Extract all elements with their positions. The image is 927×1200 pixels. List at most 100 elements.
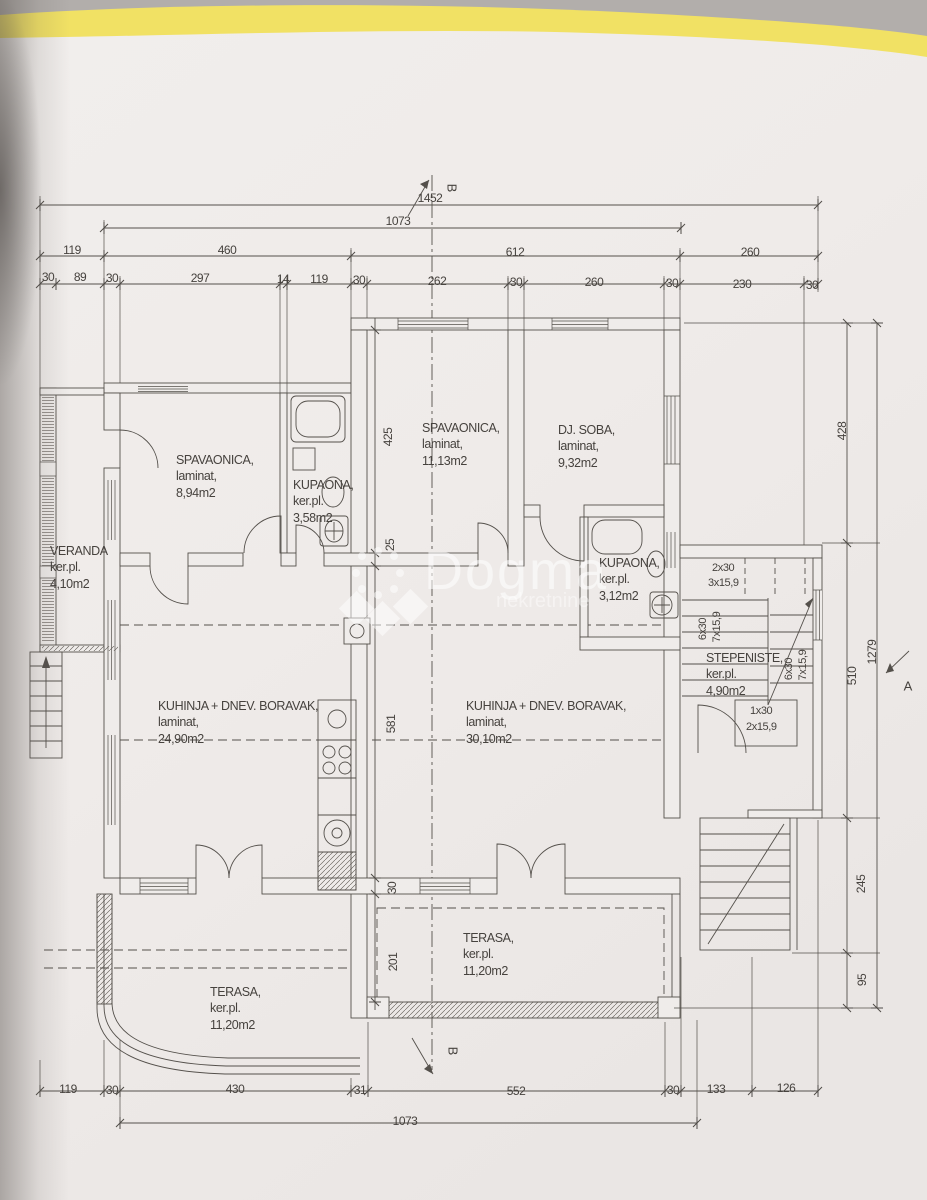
- stair-note: 7x15,9: [797, 649, 809, 681]
- room-area: 4,90m2: [706, 683, 746, 698]
- dim-label: 581: [384, 714, 398, 734]
- dim-label: 245: [854, 874, 868, 894]
- dim-label: 30: [666, 1083, 680, 1097]
- stair-note: 6x30: [783, 657, 795, 681]
- section-marker-b-bottom: B: [445, 1046, 461, 1056]
- room-name: TERASA,: [210, 985, 261, 999]
- dim-top-main: 1073: [385, 214, 411, 228]
- room-label-spavaonica-2: SPAVAONICA, laminat, 11,13m2: [422, 420, 500, 469]
- room-label-spavaonica-1: SPAVAONICA, laminat, 8,94m2: [176, 452, 254, 501]
- dim-label: 30: [105, 271, 119, 285]
- dim-label: 230: [732, 277, 752, 291]
- dim-label: 425: [381, 427, 395, 447]
- room-name: SPAVAONICA,: [176, 453, 254, 467]
- dim-label: 30: [352, 273, 366, 287]
- section-marker-b-top: B: [444, 183, 460, 193]
- room-name: KUHINJA + DNEV. BORAVAK,: [158, 699, 319, 713]
- doors: [119, 429, 747, 879]
- dim-overall-top: 1452: [417, 191, 443, 205]
- staircase-external-lower: [699, 817, 798, 951]
- dim-label: 89: [73, 270, 87, 284]
- room-label-kupaona-2: KUPAONA, ker.pl. 3,12m2: [599, 555, 660, 604]
- room-label-kuhinja-2: KUHINJA + DNEV. BORAVAK, laminat, 30,10m…: [466, 698, 626, 747]
- dimension-lines: [35, 196, 884, 1130]
- room-area: 4,10m2: [50, 576, 90, 591]
- dim-label: 428: [835, 421, 849, 441]
- room-floor: ker.pl.: [599, 572, 630, 587]
- dim-label: 552: [506, 1084, 526, 1098]
- room-label-stepeniste: STEPENISTE, ker.pl. 4,90m2: [706, 650, 783, 699]
- dim-label: 133: [706, 1082, 726, 1096]
- room-area: 11,20m2: [463, 963, 508, 978]
- room-label-terasa-left: TERASA, ker.pl. 11,20m2: [210, 984, 261, 1033]
- room-area: 11,20m2: [210, 1017, 255, 1032]
- dim-label: 201: [386, 952, 400, 972]
- stair-note: 2x15,9: [746, 721, 777, 733]
- stair-note: 1x30: [750, 705, 773, 717]
- dim-overall-right: 1279: [865, 639, 879, 665]
- room-floor: laminat,: [422, 437, 463, 452]
- dim-label: 430: [225, 1082, 245, 1096]
- room-floor: laminat,: [176, 469, 217, 484]
- room-floor: ker.pl.: [463, 947, 494, 962]
- room-floor: laminat,: [466, 715, 507, 730]
- room-area: 3,58m2: [293, 510, 333, 525]
- room-area: 11,13m2: [422, 453, 467, 468]
- room-area: 24,90m2: [158, 731, 204, 746]
- dim-label: 612: [505, 245, 525, 259]
- room-area: 9,32m2: [558, 455, 598, 470]
- dim-label: 30: [41, 270, 55, 284]
- room-area: 3,12m2: [599, 588, 639, 603]
- room-floor: laminat,: [158, 715, 199, 730]
- dim-label: 30: [665, 276, 679, 290]
- room-name: KUHINJA + DNEV. BORAVAK,: [466, 699, 627, 713]
- dim-label: 119: [63, 243, 81, 257]
- staircase-internal: [682, 558, 814, 747]
- room-label-terasa-right: TERASA, ker.pl. 11,20m2: [463, 930, 514, 979]
- dim-label: 30: [805, 278, 819, 292]
- room-name: SPAVAONICA,: [422, 421, 500, 435]
- bathroom1-fixtures: [290, 395, 349, 547]
- stair-note: 6x30: [697, 617, 709, 641]
- dim-label: 30: [105, 1083, 119, 1097]
- dim-label: 14: [276, 272, 290, 286]
- room-name: DJ. SOBA,: [558, 423, 615, 437]
- room-name: VERANDA: [50, 544, 108, 558]
- dim-label: 126: [776, 1081, 796, 1095]
- room-label-veranda: VERANDA ker.pl. 4,10m2: [50, 543, 108, 592]
- room-name: KUPAONA,: [293, 478, 354, 492]
- dim-label: 25: [383, 538, 397, 552]
- room-floor: ker.pl.: [293, 494, 324, 509]
- dim-label: 260: [740, 245, 760, 259]
- room-name: KUPAONA,: [599, 556, 660, 570]
- dim-label: 31: [353, 1083, 367, 1097]
- dim-label: 297: [190, 271, 210, 285]
- dim-label: 510: [845, 666, 859, 686]
- stair-note: 2x30: [712, 562, 735, 574]
- dim-label: 119: [310, 272, 328, 286]
- room-label-dj-soba: DJ. SOBA, laminat, 9,32m2: [558, 422, 615, 471]
- room-floor: ker.pl.: [50, 560, 81, 575]
- room-name: TERASA,: [463, 931, 514, 945]
- room-area: 30,10m2: [466, 731, 512, 746]
- terrace-left: [96, 893, 360, 1075]
- room-floor: ker.pl.: [706, 667, 737, 682]
- dim-label: 460: [217, 243, 237, 257]
- dim-label: 30: [509, 275, 523, 289]
- dim-label: 119: [59, 1082, 77, 1096]
- dim-label: 260: [584, 275, 604, 289]
- room-area: 8,94m2: [176, 485, 216, 500]
- bathroom2-fixtures: [591, 519, 679, 619]
- stair-note: 3x15,9: [708, 577, 739, 589]
- section-marker-a: A: [903, 678, 913, 694]
- dim-overall-bottom: 1073: [392, 1114, 418, 1128]
- room-label-kupaona-1: KUPAONA, ker.pl. 3,58m2: [293, 477, 354, 526]
- section-arrows: [407, 179, 910, 1075]
- dim-label: 30: [385, 881, 399, 895]
- dim-label: 95: [855, 973, 869, 987]
- room-floor: ker.pl.: [210, 1001, 241, 1016]
- room-label-kuhinja-1: KUHINJA + DNEV. BORAVAK, laminat, 24,90m…: [158, 698, 318, 747]
